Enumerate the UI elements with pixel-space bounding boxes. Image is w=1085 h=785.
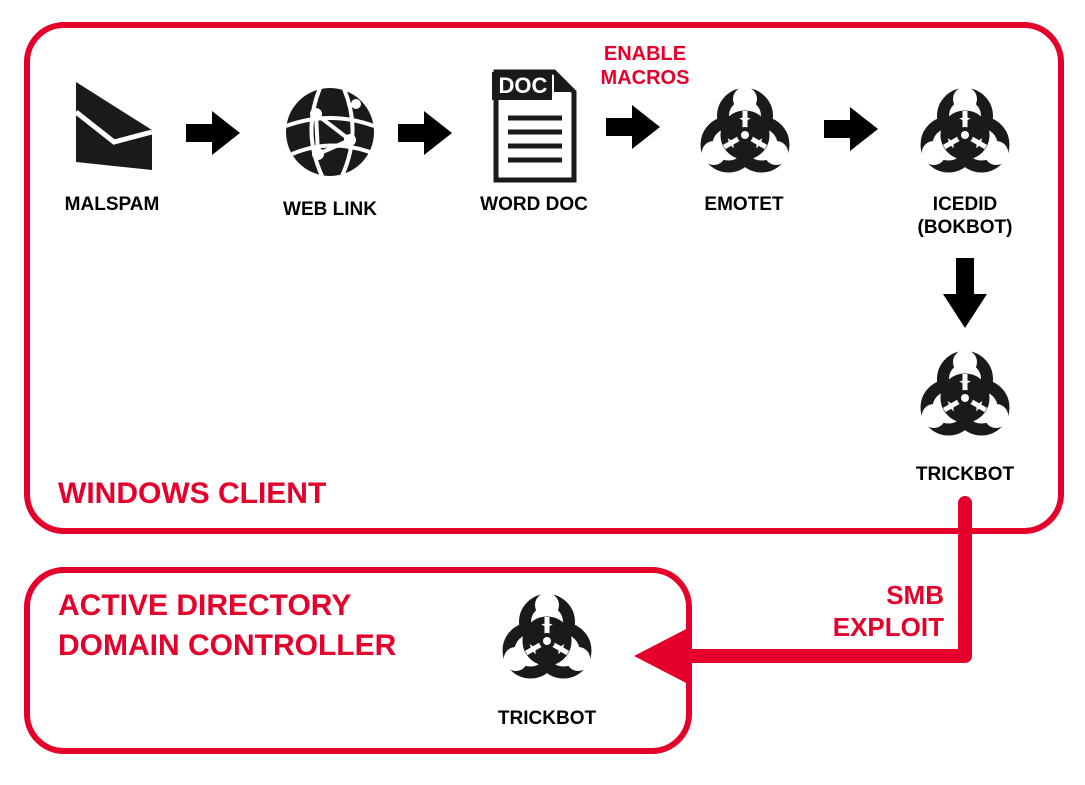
biohazard-icon-emotet: [690, 80, 800, 190]
node-label-word-doc: WORD DOC: [480, 194, 588, 215]
node-label-malspam: MALSPAM: [64, 194, 160, 215]
node-label-trickbot-client: TRICKBOT: [915, 464, 1015, 485]
biohazard-icon-trickbot-dc: [492, 586, 602, 696]
domain-controller-title-line1: ACTIVE DIRECTORY: [58, 589, 352, 622]
node-label-icedid: ICEDID: [932, 194, 998, 215]
flow-arrow-1: [186, 111, 240, 155]
node-label-trickbot-dc: TRICKBOT: [497, 708, 597, 729]
biohazard-icon-trickbot-client: [910, 343, 1020, 453]
windows-client-title: WINDOWS CLIENT: [58, 477, 327, 510]
globe-network-icon: [285, 87, 375, 177]
node-label-bokbot: (BOKBOT): [917, 217, 1013, 238]
flow-arrow-2: [398, 111, 452, 155]
edge-label-exploit: EXPLOIT: [832, 612, 944, 642]
flow-arrow-down: [943, 258, 987, 328]
edge-label-enable: ENABLE: [603, 43, 687, 65]
windows-client-zone: [24, 22, 1064, 534]
flow-arrow-4: [824, 107, 878, 151]
document-icon: DOC: [492, 66, 578, 184]
flow-arrow-3: [606, 105, 660, 149]
edge-label-smb: SMB: [886, 580, 944, 610]
edge-label-macros: MACROS: [600, 67, 690, 89]
node-label-web-link: WEB LINK: [283, 199, 377, 220]
envelope-icon: [74, 82, 153, 170]
smb-arrow-head: [634, 627, 690, 685]
biohazard-icon-icedid: [910, 80, 1020, 190]
domain-controller-title-line2: DOMAIN CONTROLLER: [58, 629, 397, 662]
node-label-emotet: EMOTET: [704, 194, 784, 215]
document-icon-text: DOC: [498, 73, 548, 98]
